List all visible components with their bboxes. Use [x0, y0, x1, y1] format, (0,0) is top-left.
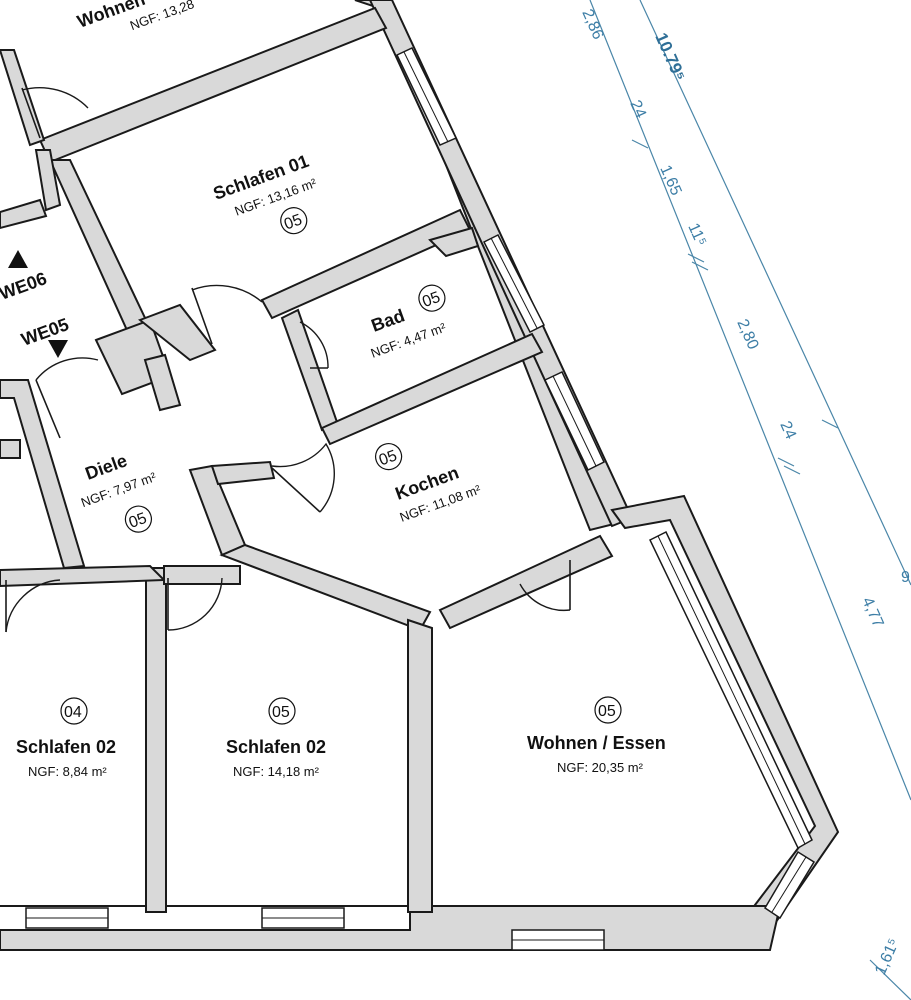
unit-badge [60, 697, 88, 725]
dim-label-1615: 1,61⁵ [872, 936, 903, 977]
unit-badge [124, 505, 153, 533]
door-schlafen02-mid[interactable] [167, 577, 223, 631]
window-wohnen-corner [763, 850, 816, 920]
door-diele-we05[interactable] [35, 357, 99, 439]
unit-number: 04 [64, 704, 82, 721]
dim-label-477: 4,77 [858, 595, 886, 630]
room-name: Schlafen 02 [16, 737, 116, 757]
room-schlafen02-left: 04 Schlafen 02 NGF: 8,84 m² [16, 697, 116, 779]
unit-number: 05 [282, 211, 305, 233]
we06-arrow-icon [8, 250, 28, 268]
window-schlafen01 [395, 47, 458, 146]
door-kochen[interactable] [271, 442, 335, 513]
dimension-lines [589, 0, 911, 1000]
unit-badge [418, 284, 446, 312]
unit-number: 05 [377, 447, 400, 469]
room-name: Wohnen / Essen [527, 733, 666, 753]
window-wohnen-bottom [511, 929, 605, 951]
dim-label-280: 2,80 [733, 317, 761, 352]
dim-label-24a: 24 [626, 98, 649, 121]
room-bad: Bad NGF: 4,47 m² 05 [369, 284, 448, 361]
unit-badge [280, 207, 308, 235]
door-schlafen02-left[interactable] [5, 579, 61, 633]
entrance-markers: WE06 WE05 [0, 250, 71, 358]
door-schlafen01[interactable] [191, 284, 263, 345]
room-area: NGF: 20,35 m² [557, 760, 644, 775]
room-name: Diele [83, 450, 130, 484]
window-schlafen02-mid [261, 907, 345, 929]
unit-number: 05 [598, 703, 616, 720]
windows [25, 47, 816, 951]
door-wohnen-top[interactable] [21, 87, 89, 139]
dimension-labels: 2,86 10.79⁵ 24 1,65 11⁵ 2,80 24 4,77 1,6… [578, 7, 910, 978]
dim-label-286: 2,86 [578, 7, 606, 42]
room-area: NGF: 14,18 m² [233, 764, 320, 779]
unit-number: 05 [272, 704, 290, 721]
room-diele: Diele NGF: 7,97 m² 05 [79, 450, 159, 533]
dim-label-165: 1,65 [656, 163, 684, 198]
room-schlafen01: Schlafen 01 NGF: 13,16 m² 05 [211, 151, 319, 235]
unit-badge [374, 443, 403, 471]
doors [5, 87, 571, 633]
door-wohnen-essen[interactable] [519, 560, 571, 612]
dim-label-24b: 24 [776, 419, 799, 442]
we05-arrow-icon [48, 340, 68, 358]
room-name: Schlafen 02 [226, 737, 326, 757]
window-wohnen-side [649, 530, 813, 850]
unit-number: 05 [420, 289, 443, 311]
room-wohnen-top: Wohnen NGF: 13,28 [75, 0, 197, 33]
room-area: NGF: 8,84 m² [28, 764, 107, 779]
dim-label-overall: 10.79⁵ [651, 30, 689, 84]
unit-number: 05 [127, 510, 150, 532]
door-bad[interactable] [299, 321, 329, 369]
room-wohnen-essen: 05 Wohnen / Essen NGF: 20,35 m² [527, 696, 666, 775]
unit-badge [268, 697, 296, 725]
window-kochen [543, 371, 605, 472]
room-kochen: 05 Kochen NGF: 11,08 m² [374, 443, 483, 525]
window-schlafen02-left [25, 907, 109, 929]
room-schlafen02-mid: 05 Schlafen 02 NGF: 14,18 m² [226, 697, 326, 779]
window-bad [482, 233, 546, 334]
dim-label-edge: 9 [901, 569, 910, 586]
we06-label: WE06 [0, 268, 49, 304]
unit-badge [594, 696, 622, 724]
room-name: Bad [369, 305, 408, 335]
